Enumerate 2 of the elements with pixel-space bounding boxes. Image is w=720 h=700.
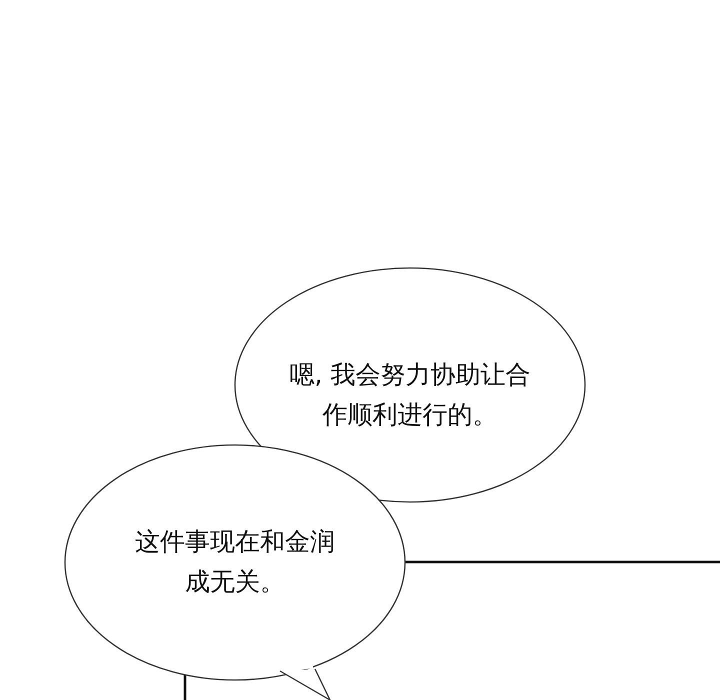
speech-text: 这件事现在和金润成无关。 (135, 526, 335, 598)
speech-text: 嗯, 我会努力协助让合作顺利进行的。 (288, 359, 532, 431)
